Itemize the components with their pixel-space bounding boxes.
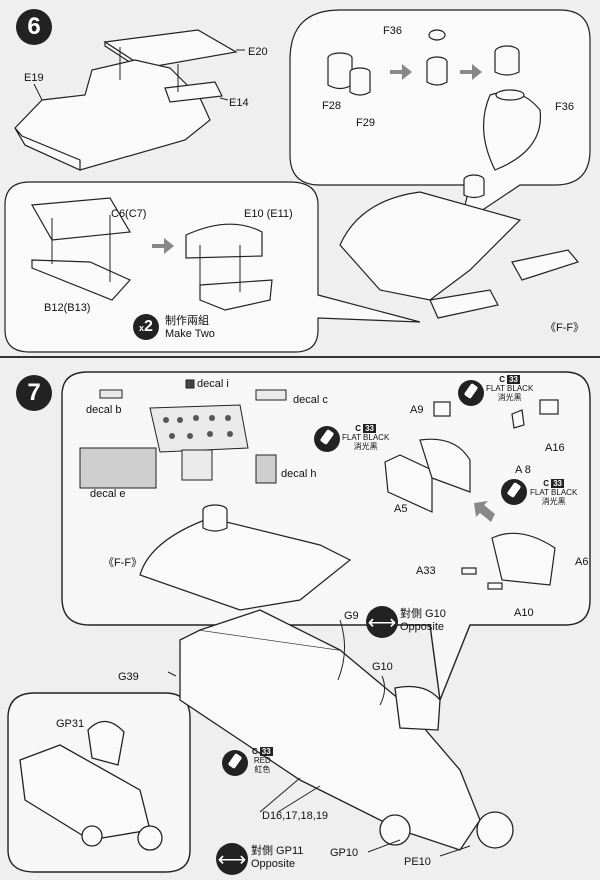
label-f36-right: F36 [555,101,574,113]
label-b12: B12(B13) [44,302,91,314]
paint-name-en-1: FLAT BLACK [486,384,534,393]
paint-name-cn-1: 消光黑 [497,393,522,402]
paint-name-en-3: FLAT BLACK [530,488,578,497]
label-ff-step7: 《F-F》 [103,557,143,569]
opposite-note-gp11: 對側 GP11 Opposite [251,845,303,871]
paint-code-1: 33 [507,375,520,384]
canopy-gp31 [87,720,125,766]
make-two-badge: x2 [133,314,159,340]
opposite-note-g10: 對側 G10 Opposite [400,608,446,634]
label-a6: A6 [575,556,589,568]
label-decal-h: decal h [281,468,317,480]
label-e20: E20 [248,46,268,58]
label-a10: A10 [514,607,534,619]
paint-brush-icon-1 [458,380,484,406]
opposite-g10-en: Opposite [400,621,445,633]
label-decal-c: decal c [293,394,328,406]
decal-c-strip [255,389,287,401]
label-e19: E19 [24,72,44,84]
label-ff-step6: 《F-F》 [545,322,585,334]
arrow-right-1 [390,64,412,80]
label-e14: E14 [229,97,249,109]
label-e10: E10 (E11) [244,208,293,220]
make-two-multiplier: 2 [144,318,153,335]
part-b12 [31,259,131,301]
part-c6 [31,197,131,241]
label-d16: D16,17,18,19 [262,810,329,822]
decal-i-part [185,379,195,389]
label-gp10: GP10 [330,847,359,859]
paint-name-cn-3: 消光黑 [541,497,566,506]
paint-code-red: 33 [259,747,273,756]
decal-b-strip [99,389,123,399]
label-gp31: GP31 [56,718,85,730]
label-f36-top: F36 [383,25,402,37]
decal-e-panel [79,447,157,489]
wheel-rear [476,811,514,849]
arrow-right-3 [152,238,174,254]
label-f29: F29 [356,117,375,129]
label-g39: G39 [118,671,139,683]
label-g9: G9 [344,610,359,622]
instrument-panel [149,404,249,453]
make-two-note: 制作兩組 Make Two [165,315,215,341]
part-e10-base [199,279,273,311]
paint-name-en-2: FLAT BLACK [342,433,390,442]
decal-h-panel [255,454,277,484]
arrow-insert [474,501,495,522]
paint-name-cn-2: 消光黑 [353,442,378,451]
part-ff-seat [339,191,522,301]
paint-name-en-red: RED [253,756,271,765]
opposite-gp11-en: Opposite [251,858,296,870]
label-c6: C6(C7) [111,208,147,220]
opposite-icon-gp11 [216,843,248,875]
label-a5: A5 [394,503,408,515]
label-decal-e: decal e [90,488,126,500]
part-a9 [433,401,451,417]
make-two-en: Make Two [165,328,215,340]
opposite-g10-cn: 對側 G10 [400,608,446,620]
part-g10-panel [394,685,441,731]
opposite-gp11-cn: 對側 GP11 [251,845,304,857]
part-a8 [511,409,525,429]
paint-code-2: 33 [363,424,376,433]
label-a8: A 8 [515,464,531,476]
label-a33: A33 [416,565,436,577]
step-6-drawing [4,9,591,353]
part-ff-assembly [139,517,352,611]
step-7-number: 7 [16,375,52,411]
callout-bubble-f-parts [289,9,591,227]
label-decal-b: decal b [86,404,122,416]
part-a33 [461,567,477,575]
paint-code-3: 33 [551,479,564,488]
label-f28: F28 [322,100,341,112]
step-7-drawing [7,371,591,873]
part-a16 [539,399,559,415]
wheel-front [379,814,411,846]
label-a16: A16 [545,442,565,454]
paint-name-cn-red: 紅色 [254,765,271,774]
part-a5 [384,454,433,513]
step-6-number: 6 [16,9,52,45]
make-two-cn: 制作兩組 [165,315,209,327]
part-e14 [164,81,223,103]
label-decal-i: decal i [197,378,229,390]
label-g10: G10 [372,661,393,673]
part-a10 [487,582,503,590]
arrow-right-2 [460,64,482,80]
label-a9: A9 [410,404,424,416]
step-divider [0,356,600,358]
paint-brush-icon-red [222,750,248,776]
paint-brush-icon-2 [314,426,340,452]
opposite-icon-g10 [366,606,398,638]
label-pe10: PE10 [404,856,431,868]
paint-brush-icon-3 [501,479,527,505]
part-e10 [185,223,263,259]
part-a6 [491,532,556,586]
